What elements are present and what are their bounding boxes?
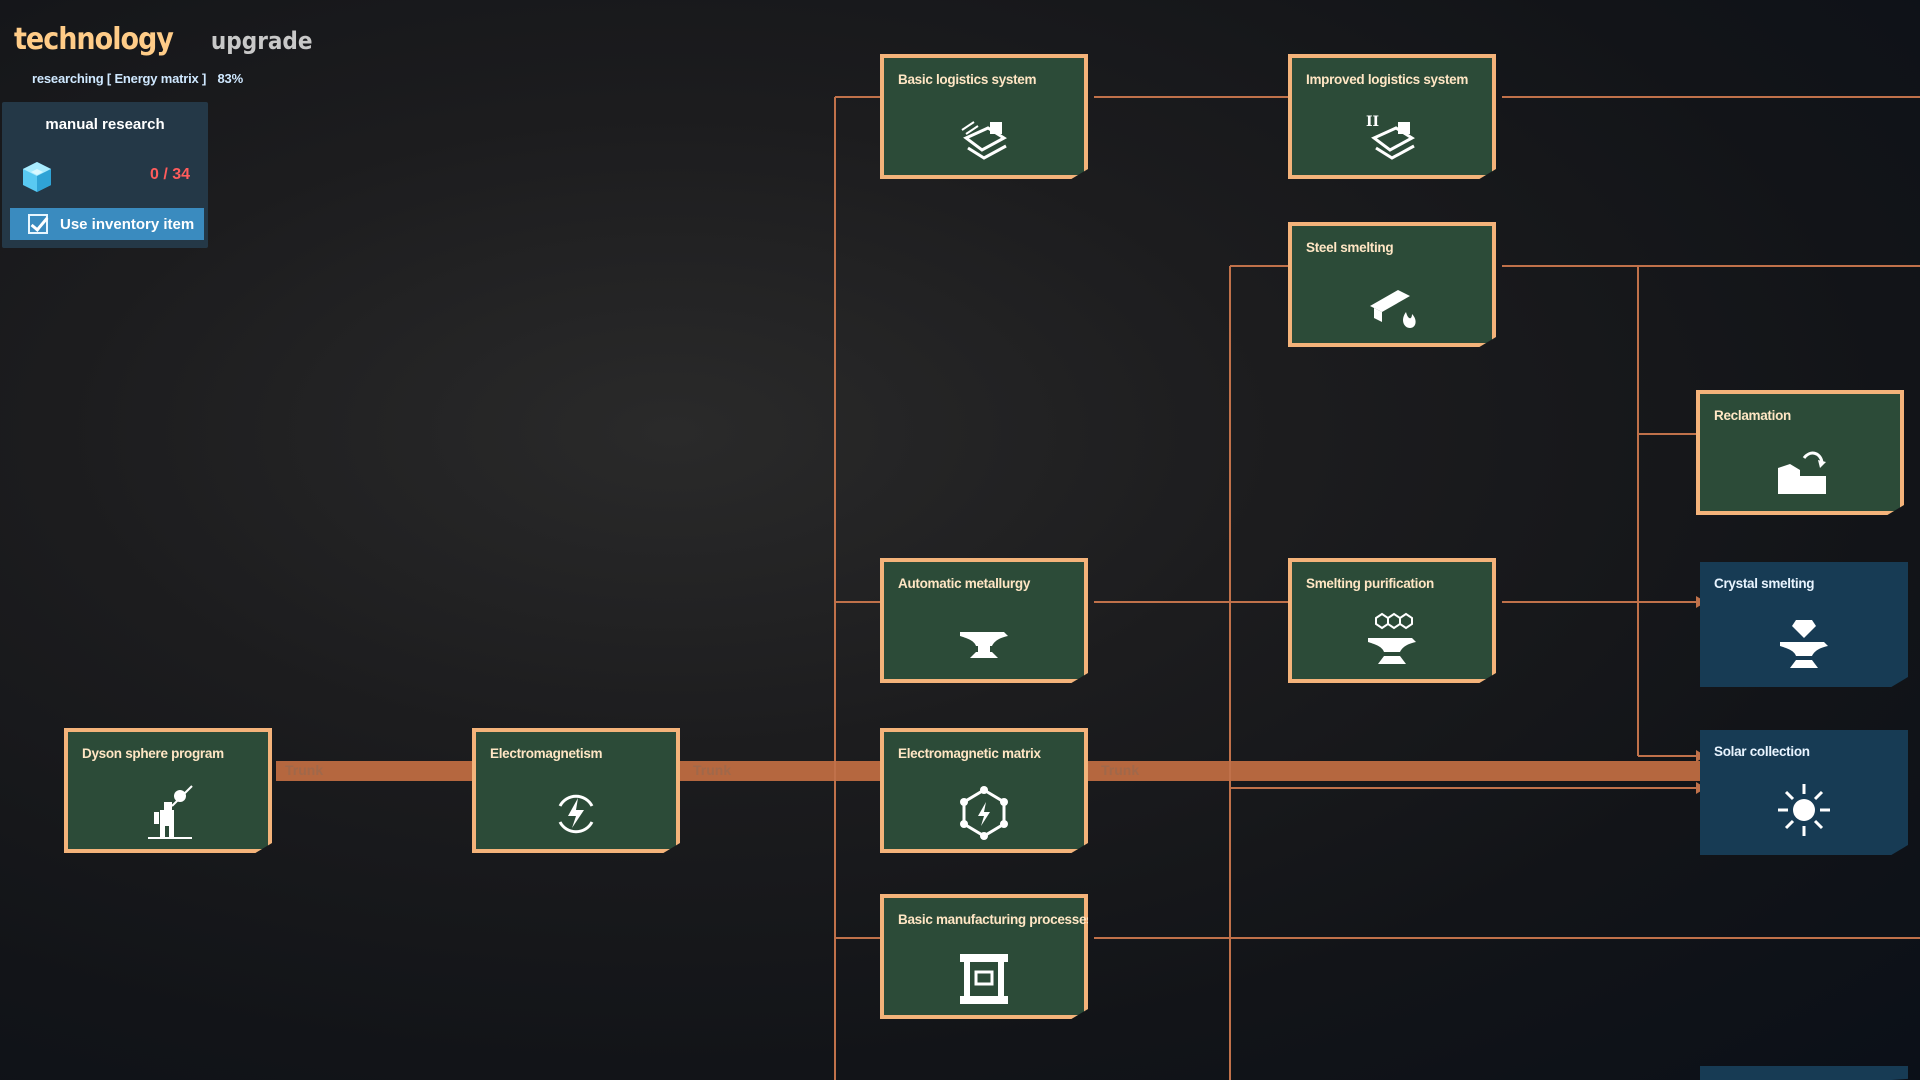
tech-label: Solar collection: [1714, 744, 1810, 759]
tech-label: Basic manufacturing processes: [898, 912, 1094, 927]
tech-electromagnetic-matrix[interactable]: Electromagnetic matrix: [880, 728, 1088, 853]
tech-reclamation[interactable]: Reclamation: [1696, 390, 1904, 515]
use-inventory-label: Use inventory item: [60, 215, 195, 233]
checkbox-checked-icon[interactable]: [28, 214, 48, 234]
tech-electromagnetism[interactable]: Electromagnetism: [472, 728, 680, 853]
branch-lines: [834, 96, 1920, 1080]
tech-smelting-purification[interactable]: Smelting purification: [1288, 558, 1496, 683]
manual-research-title: manual research: [45, 116, 165, 133]
output-port: [1495, 262, 1496, 274]
tab-upgrade[interactable]: upgrade: [210, 27, 313, 55]
tech-label: Basic logistics system: [898, 72, 1037, 87]
terrain-icon: [1778, 451, 1826, 494]
sun-icon: [1778, 784, 1830, 836]
tech-label: Electromagnetic matrix: [898, 746, 1041, 761]
tech-basic-manufacturing-processes[interactable]: Basic manufacturing processes: [880, 894, 1088, 1019]
tech-basic-logistics-system[interactable]: Basic logistics system: [880, 54, 1088, 179]
tech-label: Steel smelting: [1306, 240, 1394, 255]
tech-solar-collection[interactable]: Solar collection: [1700, 730, 1908, 855]
use-inventory-toggle[interactable]: Use inventory item: [10, 208, 204, 240]
tech-automatic-metallurgy[interactable]: Automatic metallurgy: [880, 558, 1088, 683]
output-port: [271, 768, 272, 780]
output-port: [1087, 598, 1088, 610]
research-progress-percent: 83%: [217, 71, 244, 86]
research-status-text: researching [ Energy matrix ]: [32, 71, 207, 86]
anvil-molecule-icon: [1368, 612, 1416, 664]
tab-technology[interactable]: technology: [14, 22, 174, 57]
tech-label: Crystal smelting: [1714, 576, 1815, 591]
steel-beam-fire-icon: [1370, 290, 1416, 328]
tech-crystal-smelting[interactable]: Crystal smelting: [1700, 562, 1908, 687]
svg-text:II: II: [1366, 114, 1379, 130]
anvil-icon: [960, 632, 1008, 658]
output-port: [1495, 598, 1496, 610]
tech-label: Reclamation: [1714, 408, 1791, 423]
output-port: [679, 768, 680, 780]
tech-label: Electromagnetism: [490, 746, 603, 761]
output-port: [1087, 94, 1088, 106]
tech-improved-logistics-system[interactable]: Improved logistics system II: [1288, 54, 1496, 179]
assembler-icon: [960, 954, 1008, 1004]
output-port: [1087, 934, 1088, 946]
output-port: [1087, 768, 1088, 780]
lightning-wave-icon: [558, 794, 594, 834]
matrix-cube-icon: [960, 786, 1008, 840]
trunk-label: Trunk: [285, 762, 324, 778]
tech-label: Improved logistics system: [1306, 72, 1469, 87]
output-port: [1495, 94, 1496, 106]
trunk-label: Trunk: [693, 762, 732, 778]
header: technology upgrade: [14, 22, 313, 57]
tech-label: Dyson sphere program: [82, 746, 224, 761]
conveyor-ii-icon: II: [1366, 114, 1415, 160]
tech-dyson-sphere-program[interactable]: Dyson sphere program: [64, 728, 272, 853]
diamond-anvil-icon: [1780, 620, 1828, 668]
research-status: researching [ Energy matrix ] 83%: [32, 71, 243, 86]
tech-card-partial[interactable]: [1700, 1066, 1908, 1080]
blue-cube-icon: [23, 162, 51, 192]
tech-label: Smelting purification: [1306, 576, 1434, 591]
trunk-label: Trunk: [1101, 762, 1140, 778]
mech-planet-icon: [148, 785, 193, 839]
conveyor-icon: [961, 121, 1007, 160]
research-item-count: 0 / 34: [149, 166, 190, 183]
manual-research-panel: manual research 0 / 34 Use inventory ite…: [2, 102, 208, 248]
tech-label: Automatic metallurgy: [898, 576, 1031, 591]
tech-steel-smelting[interactable]: Steel smelting: [1288, 222, 1496, 347]
